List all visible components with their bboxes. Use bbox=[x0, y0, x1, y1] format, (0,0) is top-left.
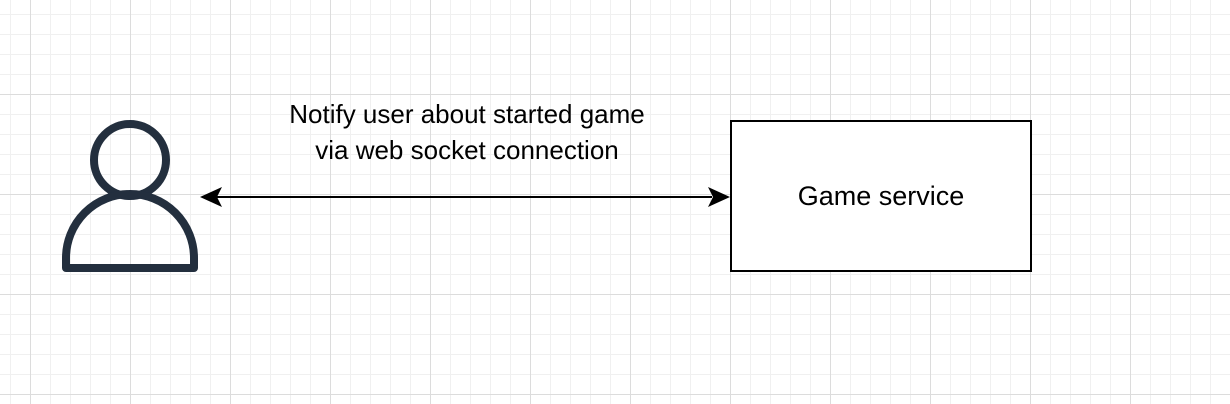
game-service-label: Game service bbox=[797, 180, 965, 211]
connector-label-line-1: Notify user about started game bbox=[289, 99, 645, 129]
connector-label-line-2: via web socket connection bbox=[315, 135, 619, 165]
arrowhead-left bbox=[200, 187, 222, 207]
user-icon[interactable] bbox=[62, 120, 202, 272]
bidirectional-connector[interactable] bbox=[196, 182, 736, 212]
user-head bbox=[90, 120, 170, 200]
connector-label: Notify user about started game via web s… bbox=[232, 96, 702, 168]
arrowhead-right bbox=[708, 187, 730, 207]
game-service-node[interactable]: Game service bbox=[730, 120, 1032, 272]
user-body bbox=[62, 190, 198, 272]
